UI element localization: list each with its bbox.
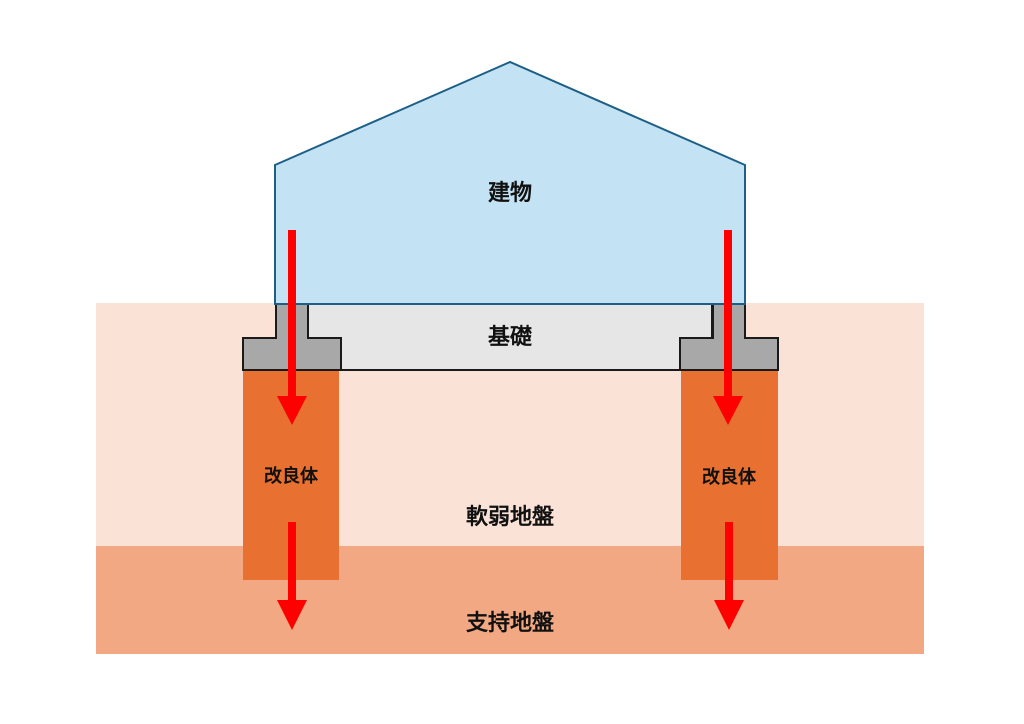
arrow-head-lower-left: [277, 600, 307, 630]
bearing-ground-layer: [96, 546, 924, 654]
foundation-label: 基礎: [488, 324, 533, 350]
improved-body-label-right: 改良体: [702, 466, 757, 488]
arrow-shaft-lower-left: [288, 522, 296, 602]
arrow-shaft-lower-right: [725, 522, 733, 602]
arrow-head-lower-right: [714, 600, 744, 630]
improved-body-label-left: 改良体: [264, 465, 319, 487]
arrow-head-upper-right: [713, 396, 743, 425]
bearing-ground-label: 支持地盤: [466, 610, 555, 636]
arrow-head-upper-left: [277, 396, 307, 425]
arrow-shaft-upper-right: [724, 230, 732, 398]
building-label: 建物: [488, 180, 532, 206]
building-shape: [274, 60, 746, 305]
load-arrows: [277, 230, 744, 630]
soft-ground-label: 軟弱地盤: [466, 504, 555, 530]
arrow-shaft-upper-left: [288, 230, 296, 398]
